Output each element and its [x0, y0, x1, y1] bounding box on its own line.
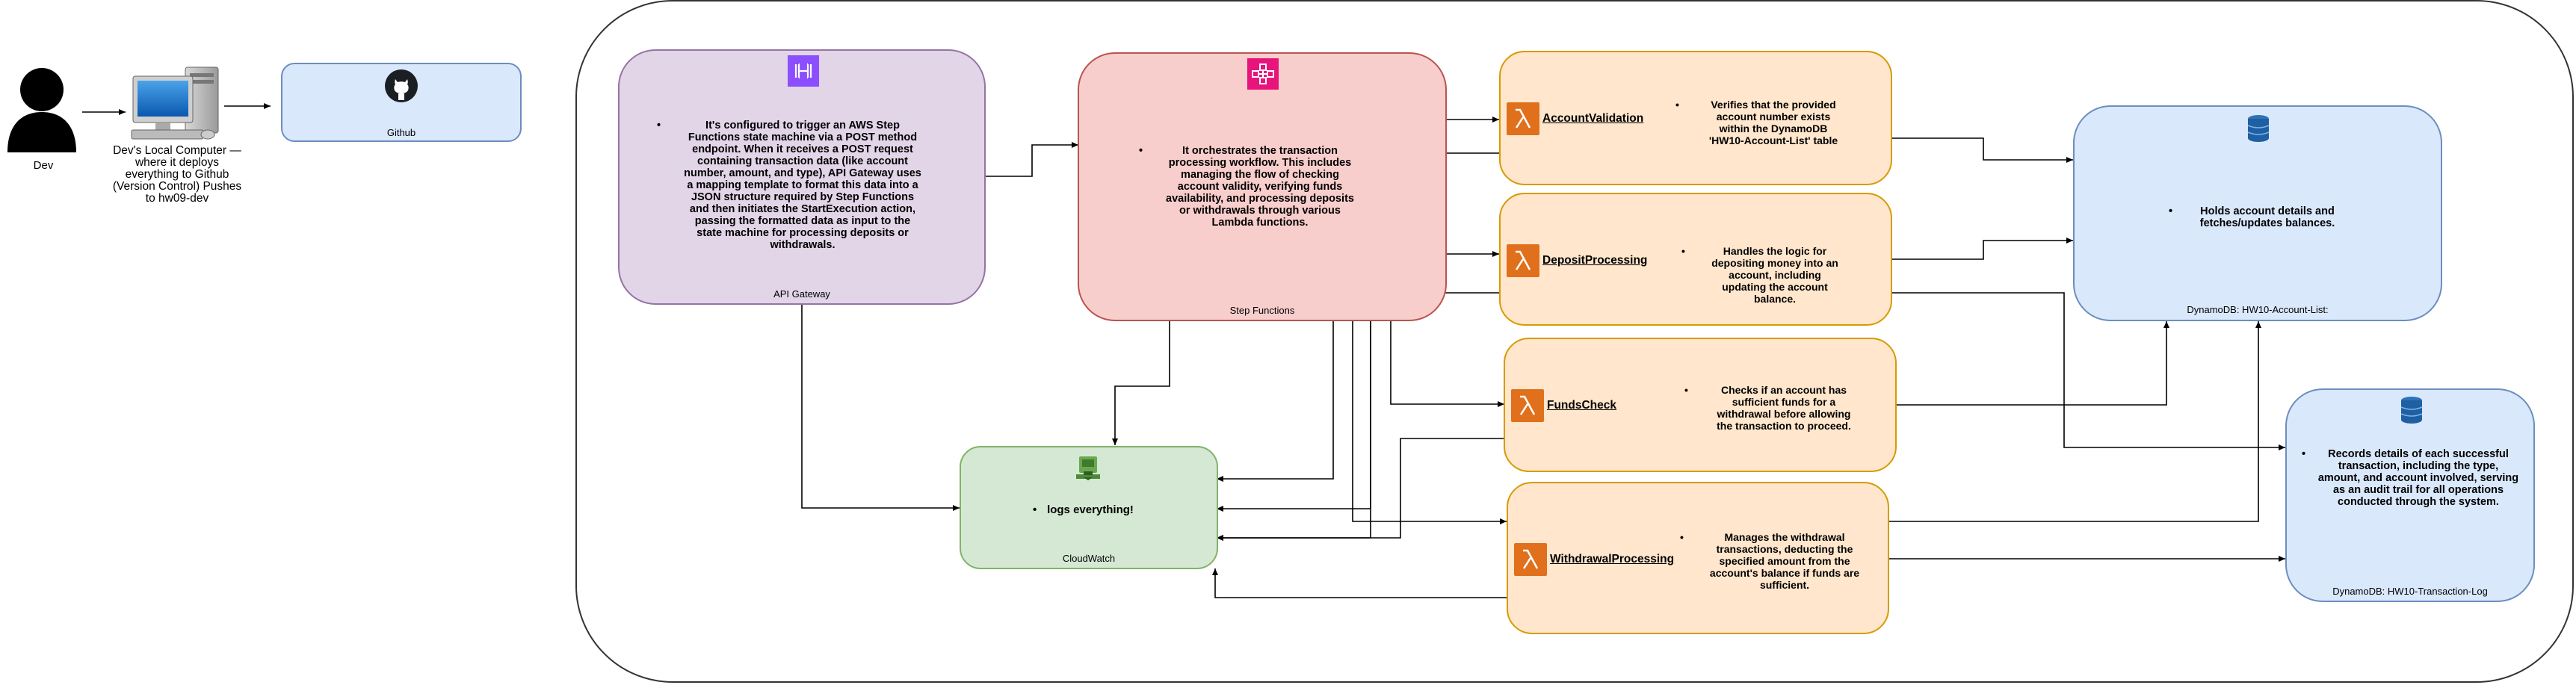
cloudwatch-text: logs everything!: [1047, 503, 1134, 516]
api-gateway-text: It's configured to trigger an AWS Step F…: [684, 120, 921, 251]
step-functions-label: Step Functions: [1229, 305, 1295, 316]
funds-check-box: FundsCheck • Checks if an account has su…: [1504, 338, 1897, 472]
lambda-icon: [1514, 543, 1547, 576]
account-list-text: Holds account details and fetches/update…: [2199, 205, 2335, 229]
computer-label: Dev's Local Computer — where it deploys …: [112, 144, 242, 205]
transaction-log-description: • Records details of each successful tra…: [2302, 448, 2519, 508]
transaction-log-table-box: • Records details of each successful tra…: [2285, 388, 2535, 602]
lambda-icon: [1507, 102, 1539, 135]
deposit-processing-box: DepositProcessing • Handles the logic fo…: [1499, 193, 1892, 326]
account-list-label: DynamoDB: HW10-Account-List:: [2187, 304, 2329, 315]
github-label: Github: [386, 127, 416, 138]
dynamodb-icon: [2247, 115, 2270, 142]
step-functions-icon: [1247, 58, 1279, 90]
withdrawal-processing-box: WithdrawalProcessing • Manages the withd…: [1507, 482, 1889, 634]
deposit-processing-text: Handles the logic for depositing money i…: [1711, 245, 1838, 305]
transaction-log-text: Records details of each successful trans…: [2317, 448, 2519, 508]
funds-check-description: • Checks if an account has sufficient fu…: [1684, 384, 1851, 432]
funds-check-text: Checks if an account has sufficient fund…: [1717, 384, 1851, 432]
github-icon: [385, 69, 418, 102]
account-list-description: • Holds account details and fetches/upda…: [2169, 205, 2335, 229]
dynamodb-icon: [2400, 397, 2423, 424]
lambda-icon: [1507, 244, 1539, 277]
transaction-log-label: DynamoDB: HW10-Transaction-Log: [2332, 586, 2488, 597]
aws-boundary: [575, 0, 2574, 683]
account-list-table-box: • Holds account details and fetches/upda…: [2073, 105, 2442, 321]
cloudwatch-description: • logs everything!: [1033, 503, 1134, 516]
account-validation-description: • Verifies that the provided account num…: [1675, 99, 1838, 146]
cloudwatch-box: • logs everything! CloudWatch: [960, 446, 1218, 569]
step-functions-description: • It orchestrates the transaction proces…: [1139, 145, 1354, 229]
api-gateway-icon: [788, 55, 819, 87]
api-gateway-description: • It's configured to trigger an AWS Step…: [657, 120, 921, 251]
api-gateway-box: • It's configured to trigger an AWS Step…: [618, 49, 986, 305]
cloudwatch-label: CloudWatch: [1062, 553, 1116, 564]
account-validation-text: Verifies that the provided account numbe…: [1708, 99, 1838, 146]
api-gateway-label: API Gateway: [773, 288, 830, 300]
lambda-icon: [1511, 389, 1544, 422]
cloudwatch-icon: [1076, 456, 1100, 480]
github-box: Github: [281, 63, 522, 142]
account-validation-box: AccountValidation • Verifies that the pr…: [1499, 51, 1892, 185]
step-functions-box: • It orchestrates the transaction proces…: [1078, 52, 1447, 321]
step-functions-text: It orchestrates the transaction processi…: [1166, 145, 1354, 229]
withdrawal-processing-text: Manages the withdrawal transactions, ded…: [1709, 531, 1860, 591]
account-validation-name: AccountValidation: [1542, 112, 1644, 125]
deposit-processing-name: DepositProcessing: [1542, 254, 1648, 267]
user-icon: [7, 68, 76, 152]
computer-icon: [131, 66, 219, 140]
deposit-processing-description: • Handles the logic for depositing money…: [1681, 245, 1838, 305]
funds-check-name: FundsCheck: [1547, 399, 1617, 412]
withdrawal-processing-description: • Manages the withdrawal transactions, d…: [1680, 531, 1860, 591]
withdrawal-processing-name: WithdrawalProcessing: [1550, 553, 1675, 565]
dev-label: Dev: [33, 159, 54, 172]
